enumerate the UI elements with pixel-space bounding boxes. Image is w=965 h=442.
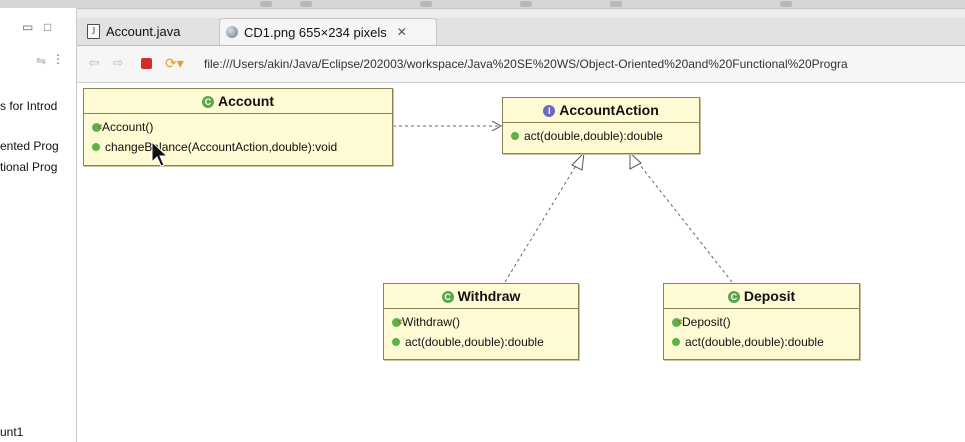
toolbar-button[interactable] xyxy=(610,1,622,7)
realization-line-deposit xyxy=(635,159,733,283)
image-icon xyxy=(226,26,238,38)
minimize-icon[interactable]: ▭ xyxy=(22,20,34,34)
member-label: changeBalance(AccountAction,double):void xyxy=(105,140,338,154)
tab-cd1-png[interactable]: CD1.png 655×234 pixels ✕ xyxy=(219,18,437,45)
forward-arrow-icon[interactable]: ⇨ xyxy=(112,55,124,70)
member-row: act(double,double):double xyxy=(384,332,578,352)
member-label: Withdraw() xyxy=(402,315,461,329)
mouse-cursor-icon xyxy=(151,140,169,167)
tree-item[interactable]: ented Prog xyxy=(0,139,59,153)
member-row: act(double,double):double xyxy=(664,332,859,352)
collapse-all-icon[interactable]: ⇋ xyxy=(36,54,47,68)
maximize-icon[interactable]: □ xyxy=(44,20,52,34)
refresh-icon[interactable]: ⟳▾ xyxy=(165,55,184,71)
toolbar-button[interactable] xyxy=(300,1,312,7)
interface-name: AccountAction xyxy=(559,102,659,118)
toolbar-button[interactable] xyxy=(780,1,792,7)
image-viewer: C Account Account() changeBalance(Account… xyxy=(77,83,965,442)
member-row: Withdraw() xyxy=(384,312,578,332)
realization-arrowhead xyxy=(571,151,585,171)
url-field[interactable]: file:///Users/akin/Java/Eclipse/202003/w… xyxy=(204,57,848,71)
class-icon: C xyxy=(441,291,454,304)
uml-connectors xyxy=(393,83,733,283)
tab-label: CD1.png 655×234 pixels xyxy=(244,24,387,40)
member-label: act(double,double):double xyxy=(524,129,663,143)
back-arrow-icon[interactable]: ⇦ xyxy=(88,55,100,70)
member-row: Deposit() xyxy=(664,312,859,332)
member-row: changeBalance(AccountAction,double):void xyxy=(84,137,392,157)
class-header: C Account xyxy=(84,89,392,114)
realization-line-withdraw xyxy=(504,158,581,283)
toolbar-button[interactable] xyxy=(520,1,532,7)
member-row: act(double,double):double xyxy=(503,126,699,146)
method-icon xyxy=(92,143,100,151)
stop-icon[interactable] xyxy=(141,58,152,69)
java-file-icon: J xyxy=(87,24,100,39)
class-name: Deposit xyxy=(743,288,796,304)
close-icon[interactable]: ✕ xyxy=(396,25,407,39)
toolbar-strip xyxy=(0,0,965,9)
realization-arrowhead xyxy=(629,151,642,170)
view-menu-icon[interactable]: ⋮ xyxy=(52,52,64,66)
toolbar-button[interactable] xyxy=(420,1,432,7)
tab-account-java[interactable]: J Account.java xyxy=(81,18,217,45)
method-icon xyxy=(392,338,400,346)
interface-icon: I xyxy=(543,105,556,118)
method-icon xyxy=(672,338,680,346)
method-icon xyxy=(511,132,519,140)
constructor-icon xyxy=(392,312,402,332)
member-label: Account() xyxy=(102,120,154,134)
uml-class-account[interactable]: C Account Account() changeBalance(Account… xyxy=(83,88,393,166)
tab-label: Account.java xyxy=(106,24,181,39)
class-name: Withdraw xyxy=(457,288,521,304)
member-label: Deposit() xyxy=(682,315,731,329)
tree-item[interactable]: s for Introd xyxy=(0,99,58,113)
package-explorer-panel: ▭ □ ⇋ ⋮ s for Introd ented Prog tional P… xyxy=(0,8,77,442)
tree-item[interactable]: tional Prog xyxy=(0,160,58,174)
member-label: act(double,double):double xyxy=(685,335,824,349)
class-icon: C xyxy=(202,96,214,109)
tree-item[interactable]: unt1 xyxy=(0,425,24,439)
constructor-icon xyxy=(92,117,102,137)
browser-toolbar: ⇦ ⇨ ⟳▾ file:///Users/akin/Java/Eclipse/2… xyxy=(77,46,965,83)
class-name: Account xyxy=(218,93,274,109)
toolbar-button[interactable] xyxy=(260,1,272,7)
member-label: act(double,double):double xyxy=(405,335,544,349)
class-icon: C xyxy=(727,291,740,304)
member-row: Account() xyxy=(84,117,392,137)
constructor-icon xyxy=(672,312,682,332)
editor-tab-bar: J Account.java CD1.png 655×234 pixels ✕ xyxy=(77,18,965,46)
